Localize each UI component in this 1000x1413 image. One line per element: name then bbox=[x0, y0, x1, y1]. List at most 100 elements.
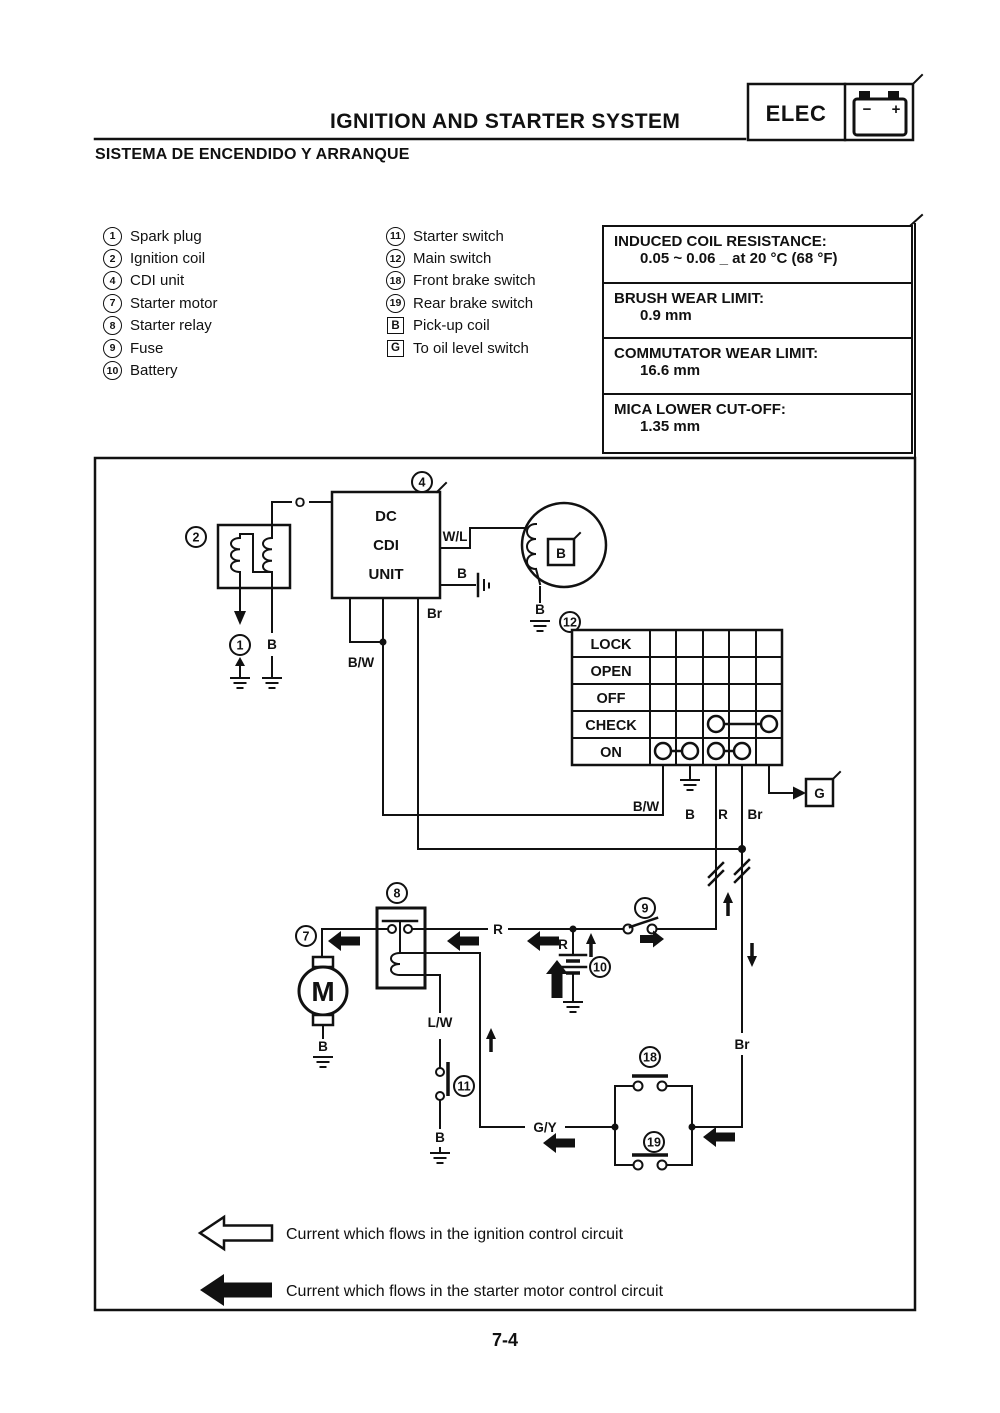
legend-label: Spark plug bbox=[130, 227, 202, 245]
circled-10: 10 bbox=[593, 961, 607, 975]
circled-number: 4 bbox=[103, 271, 122, 291]
battery-icon: − + bbox=[852, 91, 908, 137]
wire-label-lw: L/W bbox=[428, 1015, 453, 1030]
spark-plug-symbol: 1 bbox=[229, 587, 251, 689]
starter-current-arrow bbox=[200, 1274, 272, 1306]
spec-value: 1.35 mm bbox=[640, 417, 701, 435]
legend-label: Starter motor bbox=[130, 294, 218, 312]
wire-label-b: B bbox=[685, 807, 695, 822]
legend-label: Ignition coil bbox=[130, 250, 206, 268]
circled-1: 1 bbox=[237, 639, 244, 653]
circled-number: 11 bbox=[386, 226, 405, 246]
legend-label: Front brake switch bbox=[413, 272, 536, 290]
flow-arrow-left bbox=[703, 1127, 735, 1147]
legend-list-middle: 11 Starter switch 12 Main switch 18 Front b… bbox=[386, 225, 536, 359]
wire-label-o: O bbox=[295, 495, 306, 510]
elec-tab-label: ELEC bbox=[766, 101, 827, 126]
wire-label-b: B bbox=[267, 637, 277, 652]
pickup-coil-symbol: B B bbox=[520, 501, 608, 632]
oil-level-box-letter: G bbox=[814, 786, 825, 801]
legend-item-starter-motor: 7 Starter motor bbox=[103, 292, 218, 314]
legend-label: Battery bbox=[130, 362, 178, 380]
legend-label: Fuse bbox=[130, 339, 164, 357]
switch-row-check: CHECK bbox=[585, 718, 637, 734]
diagram-frame bbox=[93, 456, 917, 1312]
wire-label-gy: G/Y bbox=[533, 1120, 556, 1135]
spec-title: COMMUTATOR WEAR LIMIT: bbox=[614, 345, 819, 362]
spec-commutator-wear-limit: COMMUTATOR WEAR LIMIT: 16.6 mm bbox=[602, 337, 913, 395]
starter-switch-branch: L/W 11 B bbox=[428, 974, 475, 1164]
wire-label-bw: B/W bbox=[633, 799, 660, 814]
wire-label-b: B bbox=[535, 602, 545, 617]
big-up-arrow bbox=[546, 960, 568, 998]
spec-title: MICA LOWER CUT-OFF: bbox=[614, 400, 786, 418]
switch-row-on: ON bbox=[600, 745, 622, 761]
circled-9: 9 bbox=[642, 902, 649, 916]
flow-arrow-left bbox=[328, 931, 360, 951]
circled-number: 9 bbox=[103, 338, 122, 358]
circled-11: 11 bbox=[457, 1080, 470, 1094]
battery-minus: − bbox=[863, 101, 872, 118]
wire-label-b: B bbox=[318, 1039, 328, 1054]
wire-label-wl: W/L bbox=[443, 529, 468, 544]
main-switch-wires: B B/W R Br Br G bbox=[633, 764, 842, 1128]
cdi-line-dc: DC bbox=[375, 508, 397, 525]
starter-circuit: R R 10 9 8 7 M bbox=[295, 882, 759, 1068]
circled-7: 7 bbox=[303, 930, 310, 944]
legend-label: Rear brake switch bbox=[413, 294, 534, 312]
legend-item-oil-level-switch: G To oil level switch bbox=[386, 337, 536, 359]
main-switch-table: 12 LOCK OPEN OFF CHECK ON bbox=[559, 611, 784, 767]
wire-label-bw: B/W bbox=[348, 655, 375, 670]
legend-item-cdi-unit: 4 CDI unit bbox=[103, 270, 218, 292]
flow-arrow-left bbox=[447, 931, 479, 951]
page-number: 7-4 bbox=[491, 1330, 518, 1350]
flow-legend: Current which flows in the ignition cont… bbox=[197, 1214, 664, 1306]
switch-row-lock: LOCK bbox=[590, 637, 632, 653]
legend-item-battery: 10 Battery bbox=[103, 359, 218, 381]
legend-label: Starter relay bbox=[130, 317, 212, 335]
spec-value: 0.05 ~ 0.06 _ at 20 °C (68 °F) bbox=[640, 250, 838, 267]
flow-arrow-left bbox=[543, 1133, 575, 1153]
cdi-line-unit: UNIT bbox=[369, 566, 404, 583]
boxed-letter: B bbox=[387, 317, 404, 335]
battery-plus: + bbox=[892, 101, 901, 118]
cdi-wires: W/L B B/W Br bbox=[348, 523, 743, 850]
legend-item-rear-brake-switch: 19 Rear brake switch bbox=[386, 292, 536, 314]
legend-label: Main switch bbox=[413, 250, 492, 268]
wire-label-br: Br bbox=[747, 807, 763, 822]
circled-number: 10 bbox=[103, 361, 122, 381]
legend-label: CDI unit bbox=[130, 272, 185, 290]
pickup-box-letter: B bbox=[556, 546, 566, 561]
circled-19: 19 bbox=[647, 1136, 661, 1150]
circled-4: 4 bbox=[419, 476, 426, 490]
circled-number: 8 bbox=[103, 316, 122, 336]
circled-number: 18 bbox=[386, 271, 405, 291]
wire-label-b: B bbox=[457, 566, 467, 581]
ignition-current-arrow bbox=[197, 1214, 274, 1252]
boxed-letter: G bbox=[387, 339, 404, 357]
circled-number: 19 bbox=[386, 293, 405, 313]
circled-18: 18 bbox=[643, 1051, 657, 1065]
spec-induced-coil-resistance: INDUCED COIL RESISTANCE: 0.05 ~ 0.06 _ a… bbox=[602, 225, 913, 284]
small-right-arrow bbox=[640, 930, 664, 948]
legend-label: Starter switch bbox=[413, 227, 504, 245]
legend-item-starter-switch: 11 Starter switch bbox=[386, 225, 536, 247]
legend-item-fuse: 9 Fuse bbox=[103, 337, 218, 359]
ignition-coil-symbol: 2 O B bbox=[185, 495, 333, 689]
legend-label: Pick-up coil bbox=[413, 317, 490, 335]
spec-value: 0.9 mm bbox=[640, 306, 692, 324]
circled-number: 12 bbox=[386, 249, 405, 269]
legend-label: To oil level switch bbox=[413, 339, 529, 357]
page-title: IGNITION AND STARTER SYSTEM bbox=[330, 110, 681, 133]
cdi-line-cdi: CDI bbox=[373, 537, 399, 554]
circled-number: 7 bbox=[103, 293, 122, 313]
legend-item-pickup-coil: B Pick-up coil bbox=[386, 315, 536, 337]
spec-table: INDUCED COIL RESISTANCE: 0.05 ~ 0.06 _ a… bbox=[602, 225, 913, 454]
circled-8: 8 bbox=[394, 887, 401, 901]
motor-letter: M bbox=[311, 976, 334, 1007]
ignition-current-label: Current which flows in the ignition cont… bbox=[286, 1226, 624, 1243]
